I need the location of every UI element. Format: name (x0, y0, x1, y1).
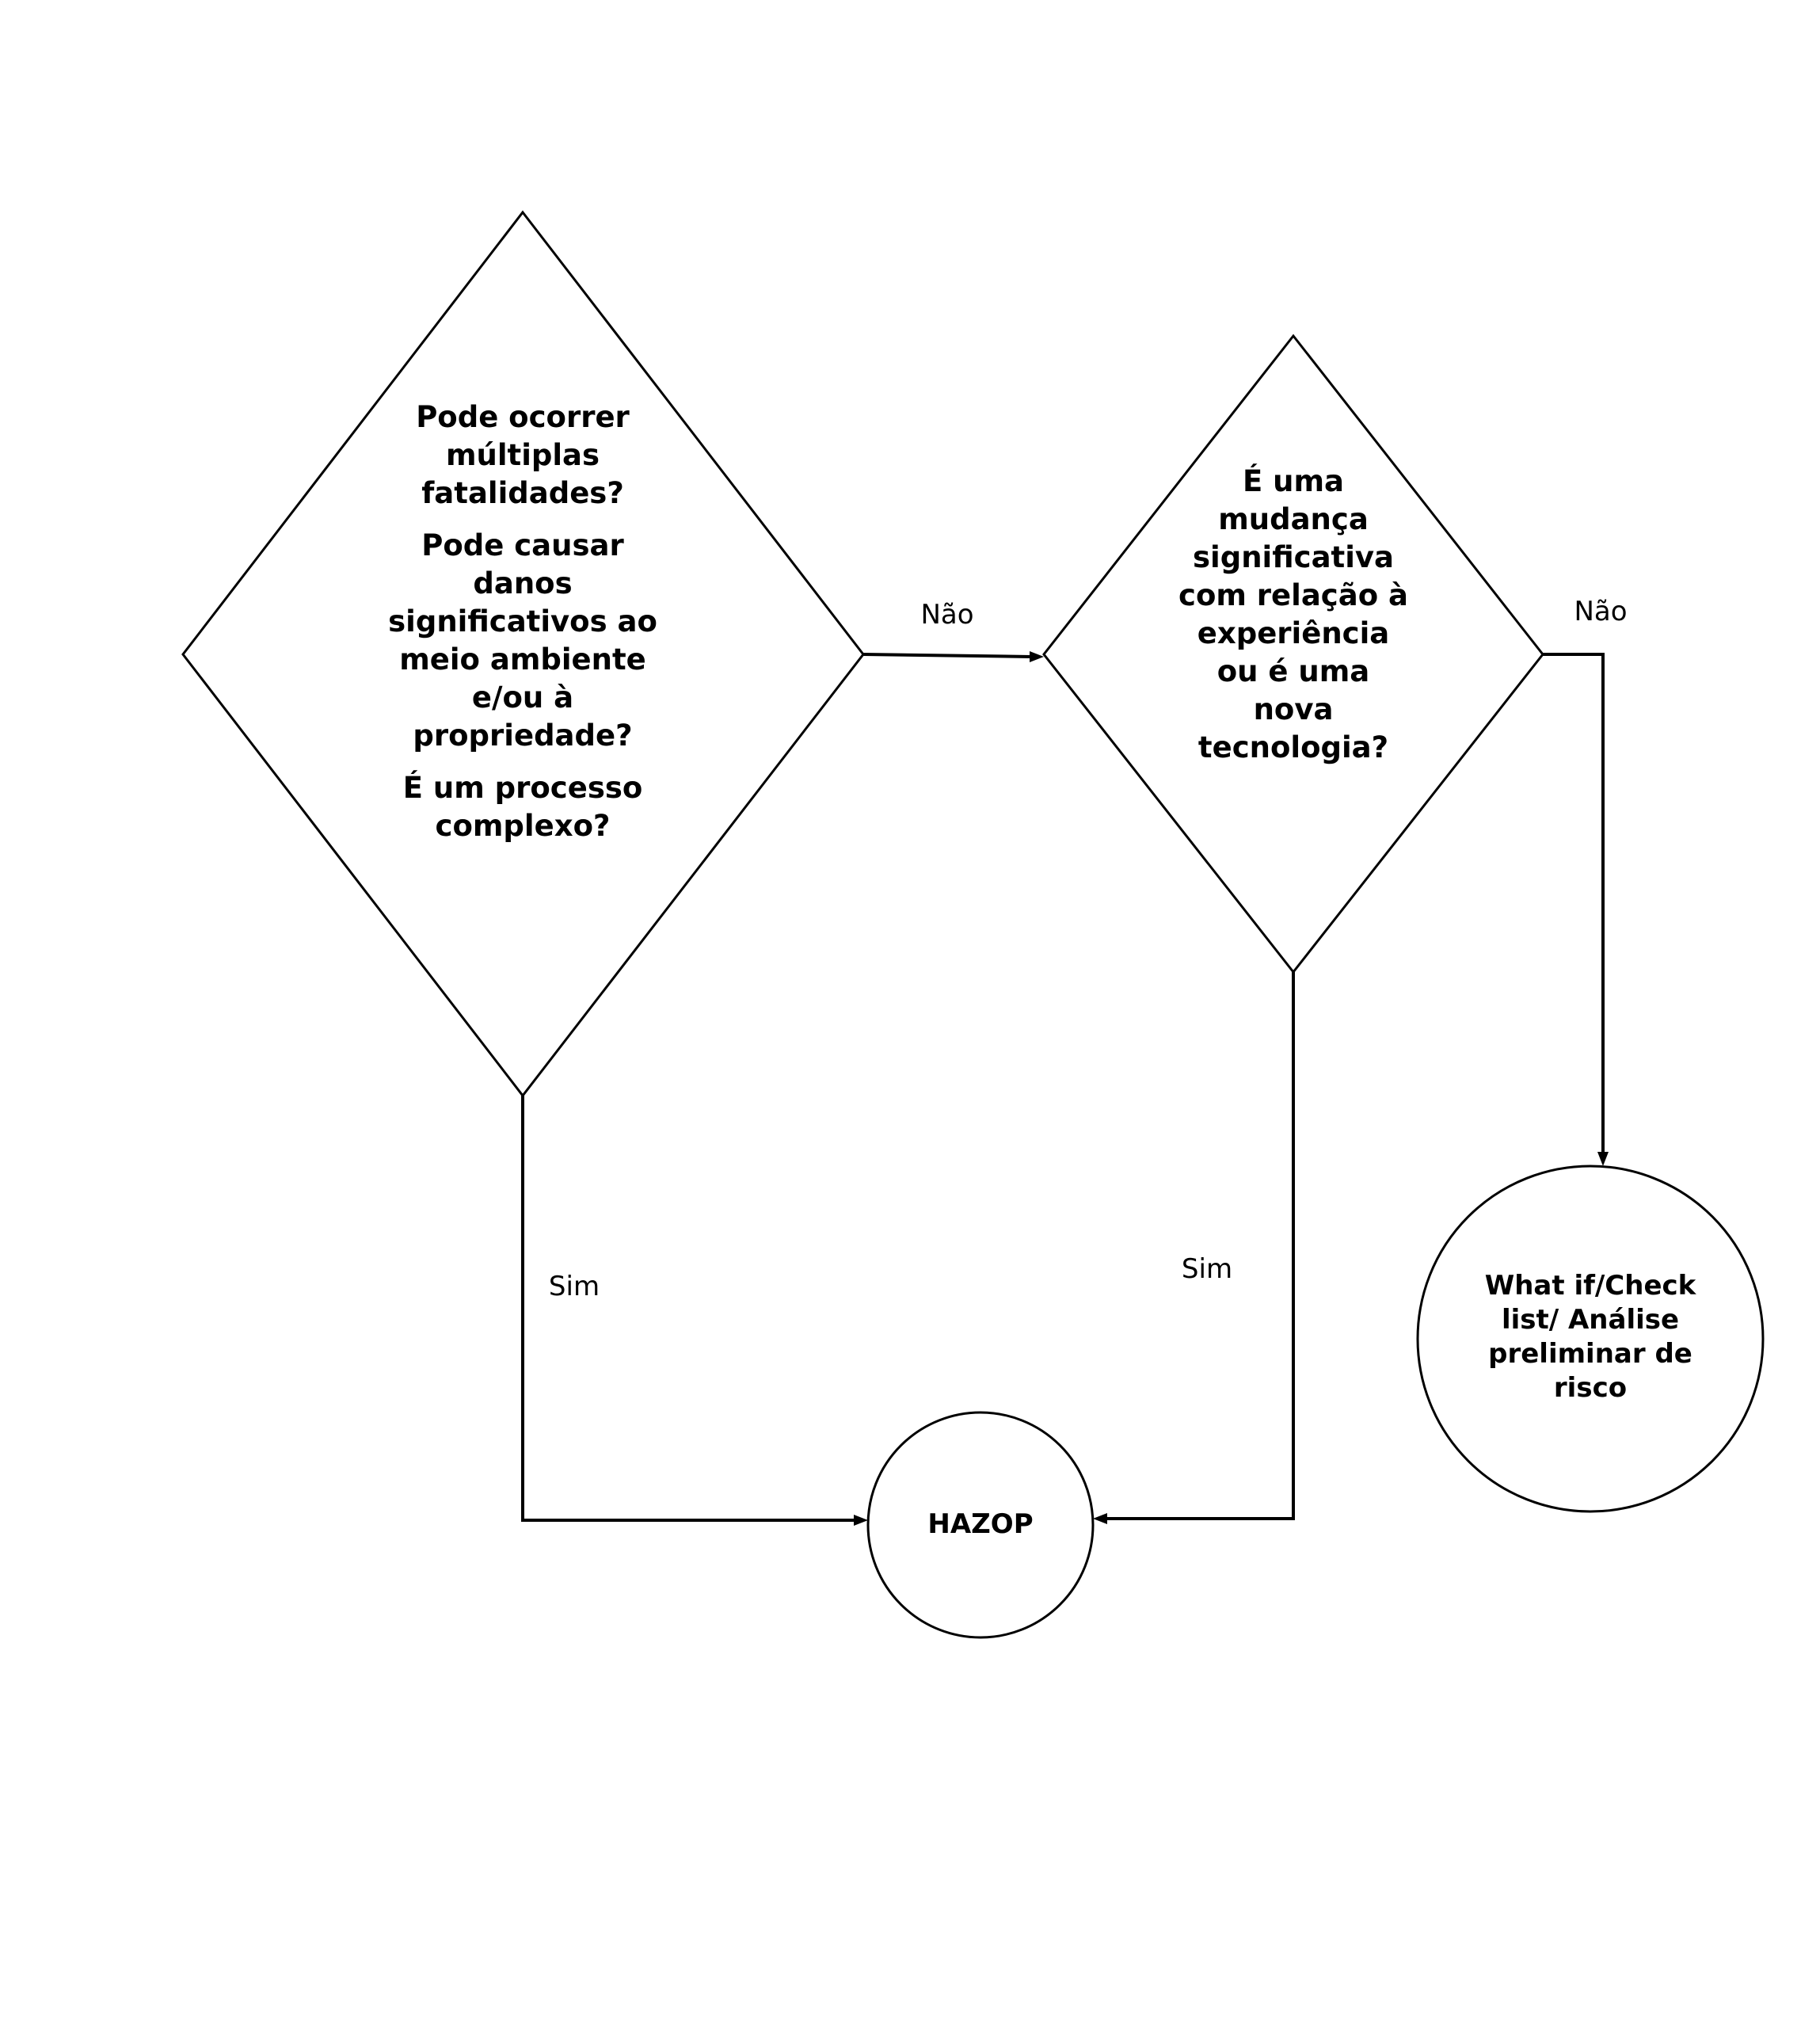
edge-label-d2-yes: Sim (1181, 1253, 1233, 1285)
arrowhead-d1-no (1030, 651, 1044, 662)
hazop-node-label: HAZOP (927, 1508, 1034, 1540)
arrowhead-d2-yes (1093, 1513, 1107, 1524)
arrowhead-d2-no (1597, 1152, 1609, 1166)
edge-label-d1-no: Não (920, 599, 974, 631)
connector-d2-no (1543, 653, 1605, 1153)
decision-1-text: Pode ocorrer múltiplas fatalidades? Pode… (372, 398, 673, 860)
connector-d2-yes (1106, 972, 1295, 1520)
decision-2-text: É uma mudança significativa com relação … (1178, 464, 1408, 764)
edge-label-d1-yes: Sim (548, 1271, 600, 1302)
arrowhead-d1-yes (854, 1515, 868, 1526)
whatif-node-circle (1416, 1165, 1765, 1513)
decision-1-line-2: Pode causar danos significativos ao meio… (388, 528, 657, 753)
connector-d1-no (862, 653, 1032, 658)
whatif-node-label: What if/Check list/ Análise preliminar d… (1484, 1270, 1696, 1404)
edge-label-d2-no: Não (1574, 596, 1628, 627)
decision-1-line-3: É um processo complexo? (402, 771, 643, 843)
connector-d1-yes (521, 1096, 855, 1522)
hazop-node-circle (866, 1411, 1095, 1639)
decision-1-line-1: Pode ocorrer múltiplas fatalidades? (416, 400, 630, 510)
